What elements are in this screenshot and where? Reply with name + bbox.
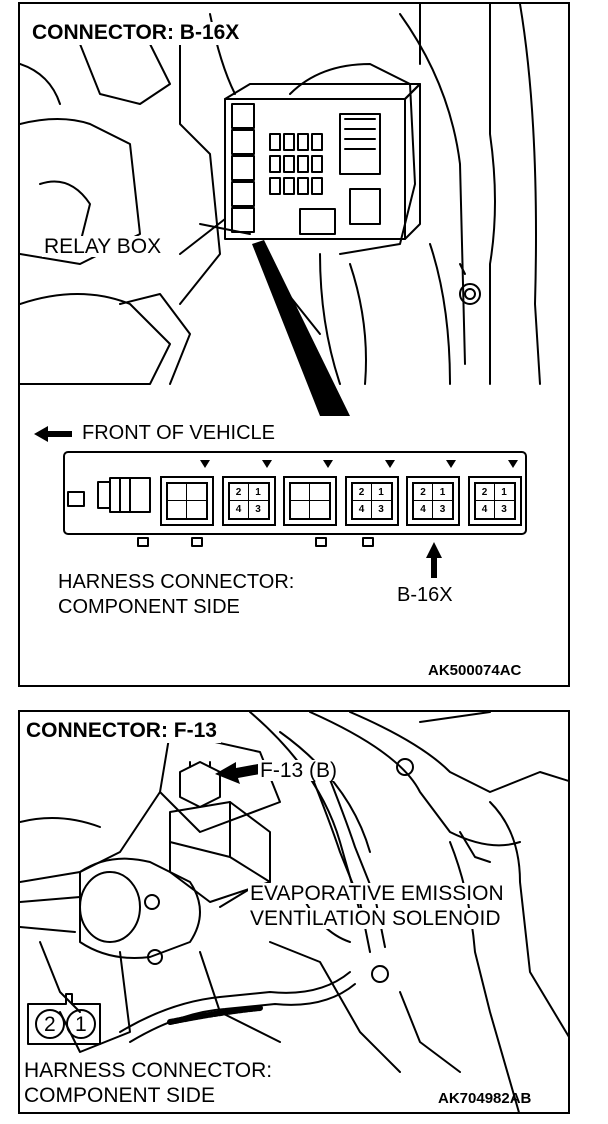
slot-pin-grid	[289, 482, 331, 520]
connector-pin: 2	[352, 484, 372, 501]
connector-pin: 4	[353, 501, 372, 518]
front-of-vehicle-label: FRONT OF VEHICLE	[82, 422, 275, 444]
slot-pin-grid	[166, 482, 208, 520]
connector-pin: 3	[501, 504, 507, 515]
harness-connector-label-line1: HARNESS CONNECTOR:	[58, 571, 295, 593]
connector-pin	[310, 501, 329, 518]
connector-pin: 3	[378, 504, 384, 515]
connector-title: CONNECTOR: B-16X	[28, 22, 244, 45]
connector-pin: 2	[475, 484, 495, 501]
connector-pin: 4	[476, 501, 495, 518]
connector-pin	[187, 484, 206, 501]
slot-marker-triangle	[200, 460, 210, 468]
connector-pin	[168, 501, 187, 518]
connector-pin: 1	[371, 484, 391, 501]
connector-pin: 4	[230, 501, 249, 518]
connector-pin: 1	[494, 484, 514, 501]
connector-pin: 1	[433, 484, 452, 501]
slot-marker-triangle	[384, 460, 395, 468]
slot-marker-triangle	[323, 460, 333, 468]
connector-pin: 4	[414, 501, 433, 518]
connector-pin	[187, 501, 206, 518]
figure-code: AK704982AB	[438, 1090, 532, 1107]
b16x-target-label: B-16X	[397, 584, 453, 606]
connector-pin-2: 2	[44, 1013, 56, 1036]
connector-pin: 3	[439, 504, 446, 515]
connector-pin	[291, 501, 310, 518]
relay-box-label: RELAY BOX	[42, 235, 164, 258]
component-label-line2: VENTILATION SOLENOID	[248, 907, 503, 930]
figure-code: AK500074AC	[428, 662, 522, 679]
connector-pin: 2	[414, 484, 433, 501]
harness-connector-label-line1: HARNESS CONNECTOR:	[22, 1059, 275, 1082]
connector-pin-1: 1	[75, 1013, 87, 1036]
connector-slot	[160, 476, 214, 526]
connector-f13-label: F-13 (B)	[258, 759, 340, 782]
connector-pin: 1	[248, 484, 268, 501]
slot-marker-triangle	[446, 460, 456, 468]
slot-marker-triangle	[261, 460, 272, 468]
connector-slot	[283, 476, 337, 526]
connector-pin	[168, 484, 187, 501]
connector-f13-figure: 2 1 CONNECTOR: F-13 F-13 (B) EVAPORATIVE…	[18, 710, 570, 1114]
connector-pin	[291, 484, 310, 501]
slot-marker-triangle	[507, 460, 518, 468]
connector-title: CONNECTOR: F-13	[22, 720, 221, 743]
component-label-line1: EVAPORATIVE EMISSION	[248, 882, 506, 905]
connector-pin: 2	[229, 484, 249, 501]
harness-connector-label-line2: COMPONENT SIDE	[58, 596, 240, 618]
connector-pin	[310, 484, 329, 501]
relay-box-engine-bay-illustration	[20, 4, 541, 578]
harness-connector-label-line2: COMPONENT SIDE	[22, 1084, 217, 1107]
connector-pin: 3	[255, 504, 261, 515]
